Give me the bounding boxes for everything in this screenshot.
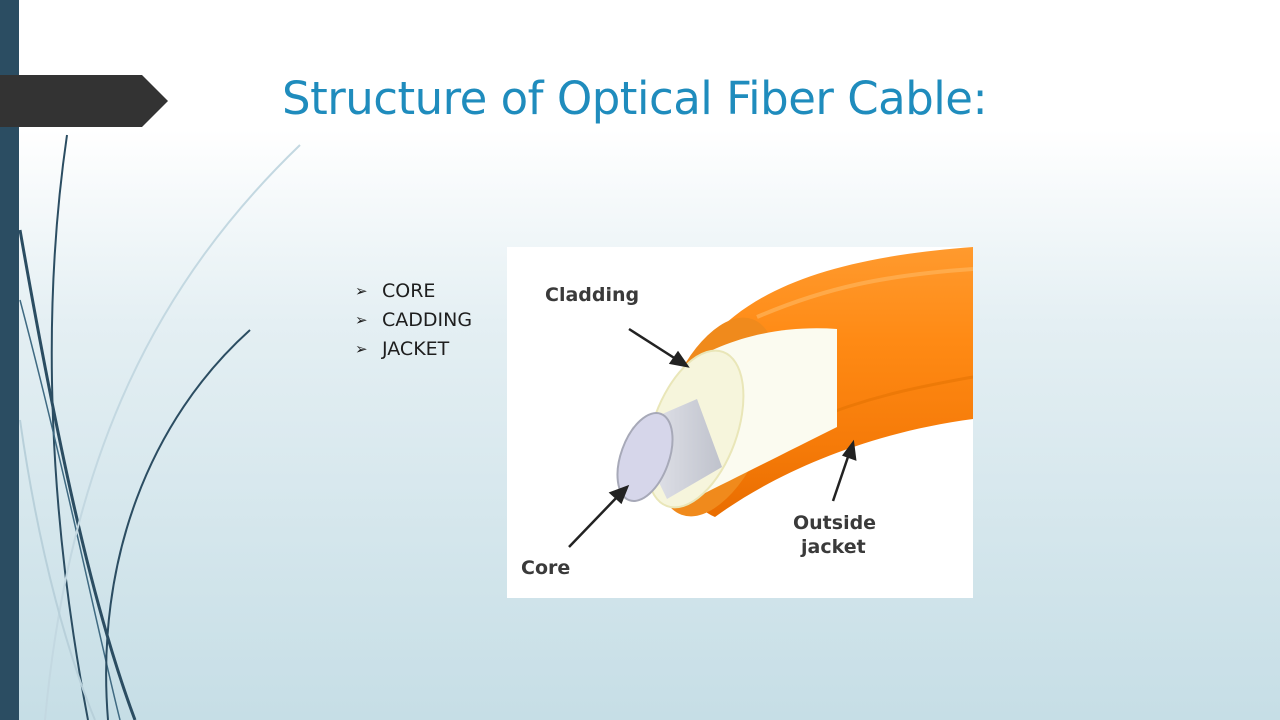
fiber-cable-diagram: Cladding Core Outside jacket: [507, 247, 973, 598]
bullet-text: CORE: [382, 279, 436, 302]
arrow-bullet-icon: ➢: [355, 339, 368, 358]
decorative-curves: [18, 134, 301, 720]
label-arrows: [568, 327, 857, 548]
left-accent-bar: [0, 0, 19, 720]
bullet-list: ➢ CORE ➢ CADDING ➢ JACKET: [355, 276, 472, 363]
arrow-bullet-icon: ➢: [355, 310, 368, 329]
outside-jacket-label-line2: jacket: [800, 536, 866, 558]
arrow-bullet-icon: ➢: [355, 281, 368, 300]
bullet-text: CADDING: [382, 308, 473, 331]
cladding-label: Cladding: [545, 284, 639, 306]
outside-jacket-label-line1: Outside: [793, 512, 876, 534]
core-label: Core: [521, 557, 570, 579]
bullet-item: ➢ CORE: [355, 276, 472, 305]
bullet-item: ➢ CADDING: [355, 305, 472, 334]
slide-title: Structure of Optical Fiber Cable:: [282, 72, 988, 125]
title-flag-shape: [0, 75, 168, 127]
core-shape: [616, 399, 722, 502]
bullet-text: JACKET: [382, 337, 450, 360]
bullet-item: ➢ JACKET: [355, 334, 472, 363]
